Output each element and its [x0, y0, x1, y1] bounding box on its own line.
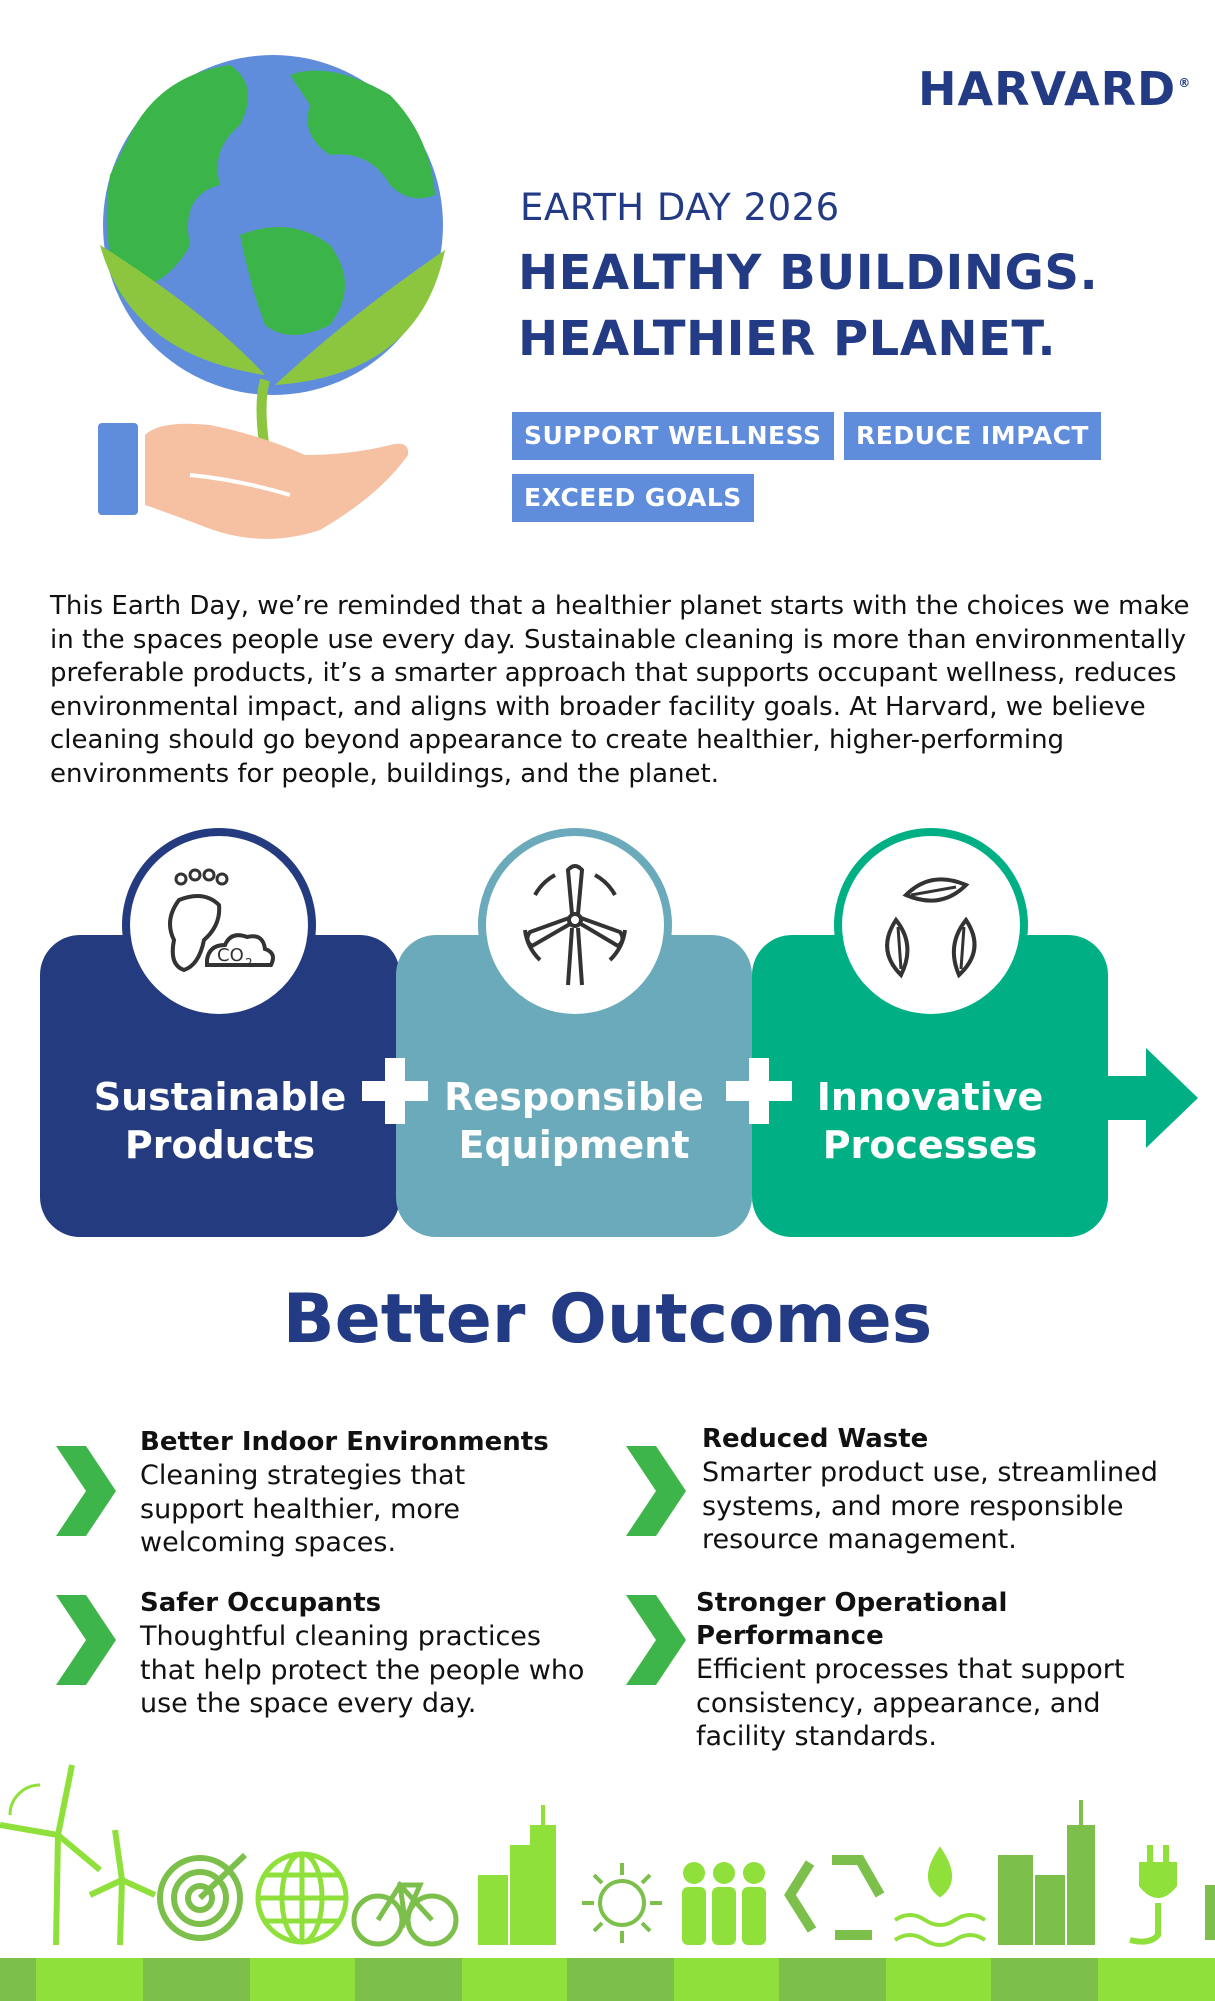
svg-text:CO: CO — [217, 945, 244, 966]
outcome-text-line: facility standards. — [696, 1721, 937, 1752]
wind-turbine-icon — [486, 836, 664, 1014]
outcome-text-line: that help protect the people who — [140, 1654, 585, 1686]
footprint-co2-icon: CO 2 — [130, 836, 308, 1014]
recycle-icon — [784, 1855, 885, 1940]
globe-icon — [255, 1851, 349, 1945]
plug-icon — [1129, 1845, 1215, 1945]
tag-exceed-goals: EXCEED GOALS — [512, 474, 754, 522]
chevron-right-icon — [626, 1446, 686, 1536]
people-icon — [682, 1862, 766, 1945]
pillar-label-line1: Innovative — [816, 1075, 1044, 1119]
outcome-safer-occupants: Safer Occupants Thoughtful cleaning prac… — [140, 1587, 620, 1721]
page-headline: HEALTHY BUILDINGS. HEALTHIER PLANET. — [518, 240, 1098, 372]
target-icon — [157, 1852, 248, 1941]
tag-reduce-impact: REDUCE IMPACT — [844, 412, 1101, 460]
logo-text: HARVARD — [918, 62, 1177, 116]
sun-icon — [582, 1863, 662, 1943]
outcome-text-line: use the space every day. — [140, 1688, 477, 1719]
leaf-cycle-icon — [842, 836, 1020, 1014]
outcome-text-line: Smarter product use, streamlined — [702, 1457, 1158, 1488]
outcome-stronger-operational-performance: Stronger Operational Performance Efficie… — [696, 1587, 1186, 1754]
outcome-text-line: support healthier, more — [140, 1493, 461, 1525]
earth-day-kicker: EARTH DAY 2026 — [520, 186, 840, 229]
water-drop-icon — [893, 1846, 987, 1947]
chevron-right-icon — [56, 1595, 116, 1685]
outcome-text-line: Efficient processes that support — [696, 1654, 1125, 1685]
chevron-right-icon — [56, 1446, 116, 1536]
outcome-text-line: systems, and more responsible — [702, 1490, 1124, 1522]
outcome-better-indoor-environments: Better Indoor Environments Cleaning stra… — [140, 1426, 600, 1560]
city-icon — [478, 1805, 556, 1945]
tag-support-wellness: SUPPORT WELLNESS — [512, 412, 834, 460]
section-title-better-outcomes: Better Outcomes — [282, 1280, 933, 1359]
outcome-title: Safer Occupants — [140, 1588, 382, 1618]
buildings-icon — [998, 1800, 1095, 1945]
outcome-reduced-waste: Reduced Waste Smarter product use, strea… — [702, 1423, 1192, 1557]
pillar-label-line2: Processes — [822, 1123, 1038, 1167]
outcome-title: Better Indoor Environments — [140, 1427, 549, 1457]
outcome-title: Reduced Waste — [702, 1424, 929, 1454]
bicycle-icon — [351, 1880, 459, 1947]
pillar-label-line2: Equipment — [458, 1123, 690, 1167]
footer-stripe — [0, 1958, 1215, 2001]
outcome-text-line: consistency, appearance, and — [696, 1687, 1101, 1719]
footer-eco-icons — [0, 1764, 1215, 2001]
earth-in-hand-illustration — [98, 55, 445, 539]
headline-line-1: HEALTHY BUILDINGS. — [518, 245, 1099, 301]
svg-text:2: 2 — [245, 956, 253, 970]
plus-icon — [726, 1058, 792, 1124]
outcome-title-line: Stronger Operational — [696, 1588, 1008, 1618]
headline-line-2: HEALTHIER PLANET. — [518, 311, 1057, 367]
outcome-text-line: Cleaning strategies that — [140, 1460, 466, 1491]
outcome-text-line: resource management. — [702, 1524, 1017, 1555]
registered-mark: ® — [1178, 76, 1192, 90]
pillar-label-line1: Sustainable — [93, 1075, 347, 1119]
harvard-logo[interactable]: HARVARD® — [918, 62, 1192, 116]
outcome-title-line: Performance — [696, 1621, 884, 1651]
chevron-right-icon — [626, 1595, 686, 1685]
pillar-label-line1: Responsible — [444, 1075, 704, 1119]
outcome-text-line: welcoming spaces. — [140, 1527, 397, 1558]
plus-icon — [362, 1058, 428, 1124]
intro-paragraph: This Earth Day, we’re reminded that a he… — [50, 591, 1190, 789]
wind-turbines-icon — [0, 1764, 157, 1946]
pillar-label-line2: Products — [124, 1123, 316, 1167]
outcome-text-line: Thoughtful cleaning practices — [140, 1621, 541, 1652]
